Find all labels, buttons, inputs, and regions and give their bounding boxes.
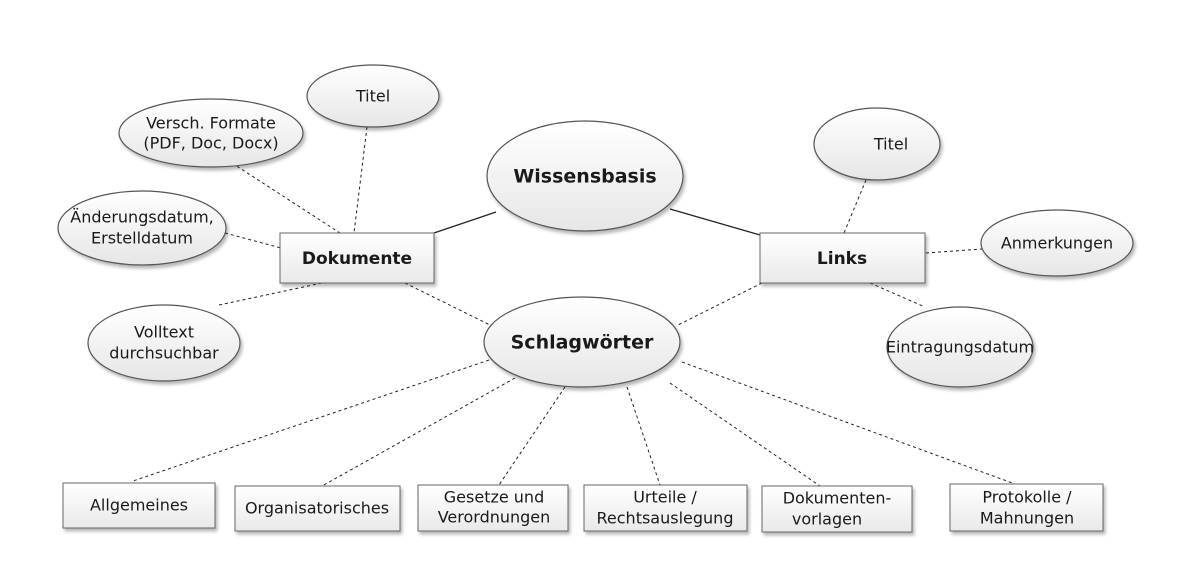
edge-links-anmerkungen — [925, 248, 983, 254]
edge-links-eintragungsdatum — [869, 282, 926, 308]
datum-label-line2: Erstelldatum — [91, 229, 193, 248]
node-links-titel: Titel — [813, 107, 941, 181]
dokumente-titel-label: Titel — [355, 87, 390, 106]
protokolle-label-line2: Mahnungen — [980, 509, 1074, 528]
node-eintragungsdatum: Eintragungsdatum — [886, 306, 1034, 388]
edge-dokumente-datum — [224, 232, 282, 249]
connectors — [132, 126, 1016, 487]
volltext-label-line2: durchsuchbar — [109, 344, 219, 363]
allgemeines-label: Allgemeines — [90, 496, 188, 515]
vorlagen-label-line2: vorlagen — [792, 510, 862, 529]
node-allgemeines: Allgemeines — [62, 482, 216, 529]
urteile-label-line1: Urteile / — [633, 488, 697, 507]
wissensbasis-label: Wissensbasis — [513, 166, 656, 188]
links-label: Links — [817, 249, 867, 269]
node-formate: Versch. Formate (PDF, Doc, Docx) — [118, 98, 304, 168]
node-gesetze: Gesetze und Verordnungen — [417, 484, 569, 532]
node-schlagwoerter: Schlagwörter — [483, 296, 681, 388]
datum-label-line1: Änderungsdatum, — [70, 208, 213, 227]
node-anmerkungen: Anmerkungen — [980, 209, 1134, 277]
edge-schlagwoerter-urteile — [626, 386, 661, 486]
edge-wissensbasis-dokumente — [433, 211, 497, 234]
dokumente-label: Dokumente — [302, 249, 412, 269]
node-vorlagen: Dokumenten- vorlagen — [761, 485, 913, 533]
edge-schlagwoerter-protokolle — [681, 361, 1016, 485]
gesetze-label-line1: Gesetze und — [444, 488, 544, 507]
anmerkungen-label: Anmerkungen — [1001, 234, 1113, 253]
edge-schlagwoerter-vorlagen — [669, 382, 821, 487]
edge-links-titel — [843, 179, 867, 234]
node-wissensbasis: Wissensbasis — [486, 120, 684, 232]
node-dokumente-titel: Titel — [306, 64, 440, 128]
edge-dokumente-volltext — [218, 282, 323, 306]
node-datum: Änderungsdatum, Erstelldatum — [57, 190, 227, 266]
edge-schlagwoerter-organisatorisches — [321, 377, 516, 487]
node-dokumente: Dokumente — [279, 232, 435, 284]
protokolle-label-line1: Protokolle / — [982, 488, 1072, 507]
edge-links-schlagwoerter — [675, 282, 763, 327]
node-protokolle: Protokolle / Mahnungen — [949, 483, 1104, 532]
node-urteile: Urteile / Rechtsauslegung — [583, 484, 748, 532]
edge-dokumente-schlagwoerter — [404, 282, 491, 326]
node-links: Links — [759, 232, 926, 284]
organisatorisches-label: Organisatorisches — [245, 499, 389, 518]
edge-wissensbasis-links — [669, 208, 761, 236]
urteile-label-line2: Rechtsauslegung — [597, 509, 734, 528]
node-volltext: Volltext durchsuchbar — [87, 304, 241, 382]
node-organisatorisches: Organisatorisches — [234, 485, 401, 532]
links-titel-label: Titel — [873, 135, 908, 154]
edge-dokumente-formate — [231, 162, 341, 234]
formate-label-line2: (PDF, Doc, Docx) — [143, 134, 278, 153]
edge-schlagwoerter-allgemeines — [132, 359, 490, 482]
eintragungsdatum-label: Eintragungsdatum — [886, 338, 1034, 357]
schlagwoerter-label: Schlagwörter — [511, 332, 654, 354]
gesetze-label-line2: Verordnungen — [438, 508, 551, 527]
formate-label-line1: Versch. Formate — [146, 114, 276, 133]
edge-schlagwoerter-gesetze — [498, 386, 566, 486]
volltext-label-line1: Volltext — [134, 323, 194, 342]
vorlagen-label-line1: Dokumenten- — [783, 489, 892, 508]
edge-dokumente-titel — [353, 126, 368, 234]
